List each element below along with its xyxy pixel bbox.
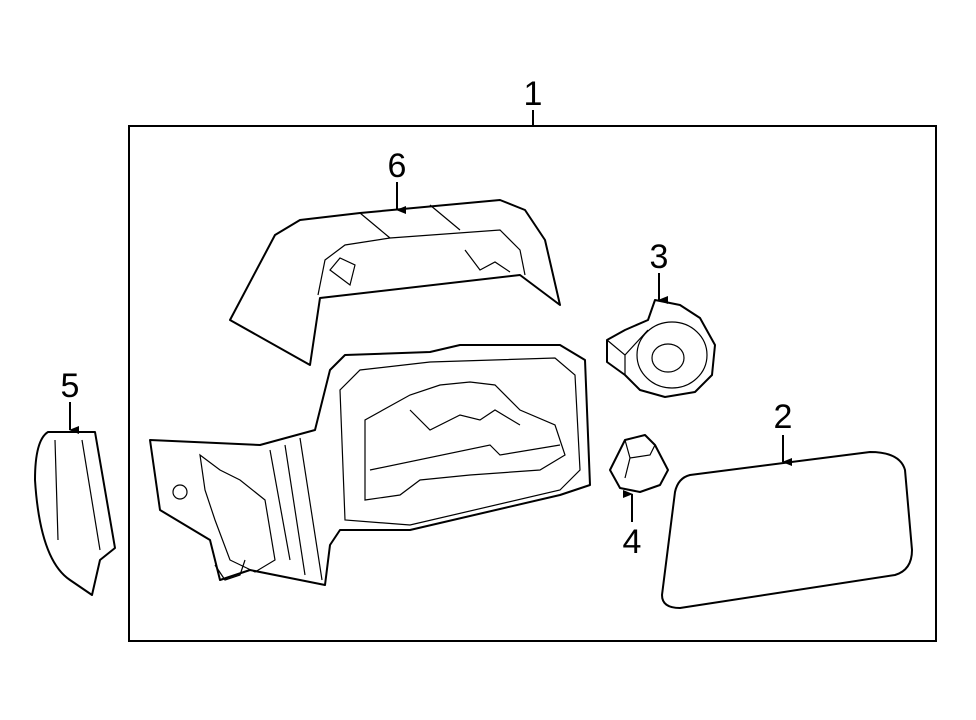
- callout-5-label: 5: [61, 367, 80, 405]
- mirror-cap-part: [229, 199, 561, 366]
- callout-6-label: 6: [388, 147, 407, 185]
- mirror-housing-part: [149, 344, 591, 586]
- callout-3-label: 3: [650, 238, 669, 276]
- callout-2-label: 2: [774, 398, 793, 436]
- bulb-part: [609, 434, 669, 493]
- turn-signal-lamp-part: [606, 299, 716, 398]
- callout-4-label: 4: [623, 523, 642, 561]
- mirror-glass-part: [661, 451, 913, 609]
- callout-1-label: 1: [524, 75, 543, 113]
- mirror-cover-part: [34, 431, 116, 596]
